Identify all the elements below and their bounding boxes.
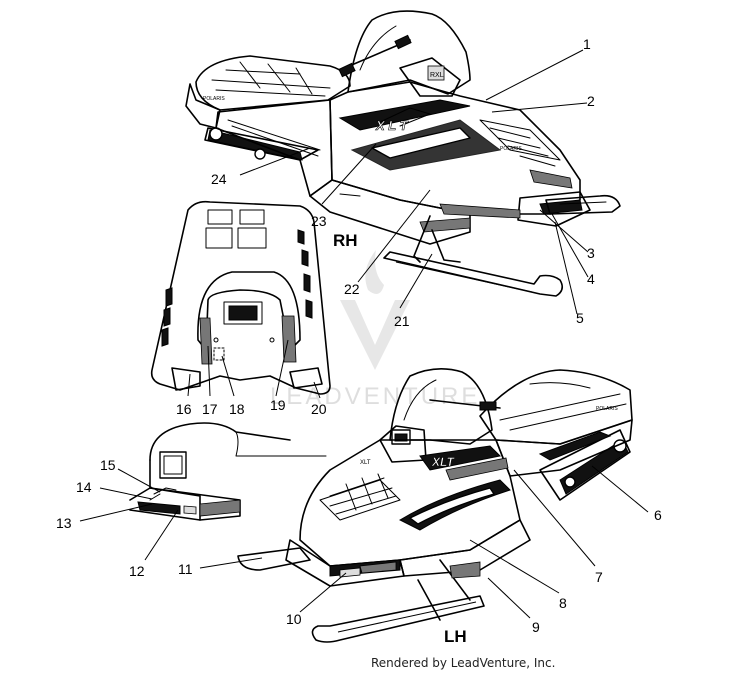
lh-view-label: LH <box>444 627 467 646</box>
callout-9: 9 <box>532 619 540 635</box>
footer-credit: Rendered by LeadVenture, Inc. <box>371 656 555 670</box>
svg-text:XLT: XLT <box>431 455 455 469</box>
callout-23: 23 <box>311 213 327 229</box>
svg-text:X L T: X L T <box>375 118 409 133</box>
callout-17: 17 <box>202 401 218 417</box>
svg-text:POLARIS: POLARIS <box>500 146 522 152</box>
callout-6: 6 <box>654 507 662 523</box>
callout-4: 4 <box>587 271 595 287</box>
callout-21: 21 <box>394 313 410 329</box>
callout-13: 13 <box>56 515 72 531</box>
callout-19: 19 <box>270 397 286 413</box>
svg-text:POLARIS: POLARIS <box>596 406 618 412</box>
callout-12: 12 <box>129 563 145 579</box>
hood-top-view <box>150 200 331 395</box>
nose-detail-view <box>129 422 327 521</box>
rh-view-label: RH <box>333 231 358 250</box>
callout-1: 1 <box>583 36 591 52</box>
callout-5: 5 <box>576 310 584 326</box>
callout-8: 8 <box>559 595 567 611</box>
callout-numbers: 1 2 3 4 5 6 7 8 9 10 11 12 13 14 15 16 1… <box>56 36 662 635</box>
callout-2: 2 <box>587 93 595 109</box>
callout-22: 22 <box>344 281 360 297</box>
callout-3: 3 <box>587 245 595 261</box>
callout-18: 18 <box>229 401 245 417</box>
svg-text:POLARIS: POLARIS <box>203 96 225 102</box>
svg-text:RXL: RXL <box>430 72 444 79</box>
rh-snowmobile: POLARIS RXL X L T POLARIS <box>185 10 621 297</box>
callout-15: 15 <box>100 457 116 473</box>
leader-lines <box>79 49 649 619</box>
callout-20: 20 <box>311 401 327 417</box>
callout-24: 24 <box>211 171 227 187</box>
watermark-logo <box>340 250 410 370</box>
callout-16: 16 <box>176 401 192 417</box>
callout-14: 14 <box>76 479 92 495</box>
watermark-text: LEADVENTURE <box>270 383 480 410</box>
callout-10: 10 <box>286 611 302 627</box>
callout-11: 11 <box>178 561 193 577</box>
callout-7: 7 <box>595 569 603 585</box>
svg-text:XLT: XLT <box>360 460 371 466</box>
